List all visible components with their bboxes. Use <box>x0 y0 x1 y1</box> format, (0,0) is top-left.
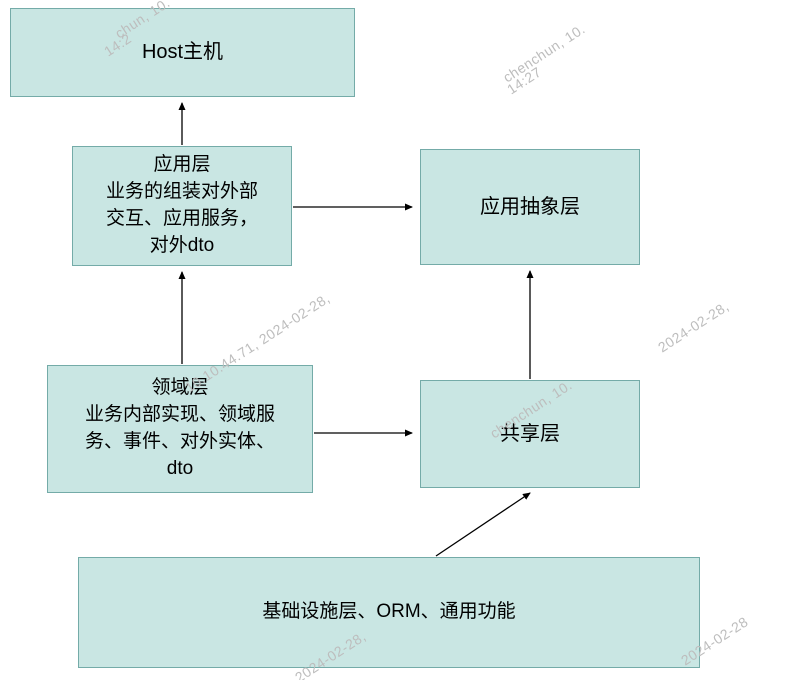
node-application-abstraction-layer: 应用抽象层 <box>420 149 640 265</box>
arrow-infrastructure-to-shared <box>435 492 531 557</box>
watermark-text: 2024-02-28, <box>655 297 732 356</box>
node-application-label: 应用层 业务的组装对外部 交互、应用服务， 对外dto <box>105 154 258 256</box>
node-domain-layer: 领域层 业务内部实现、领域服 务、事件、对外实体、 dto <box>47 365 313 493</box>
node-domain-label: 领域层 业务内部实现、领域服 务、事件、对外实体、 dto <box>84 377 275 479</box>
node-host: Host主机 <box>10 8 355 97</box>
node-infrastructure-label: 基础设施层、ORM、通用功能 <box>262 601 516 623</box>
node-shared-layer: 共享层 <box>420 380 640 488</box>
watermark-text: 14:27 <box>504 63 545 98</box>
watermark-text: chenchun, 10. <box>500 20 588 86</box>
node-application-abstraction-label: 应用抽象层 <box>480 195 580 218</box>
node-application-layer: 应用层 业务的组装对外部 交互、应用服务， 对外dto <box>72 146 292 266</box>
node-infrastructure-layer: 基础设施层、ORM、通用功能 <box>78 557 700 668</box>
node-host-label: Host主机 <box>141 41 224 64</box>
node-shared-label: 共享层 <box>500 422 560 445</box>
